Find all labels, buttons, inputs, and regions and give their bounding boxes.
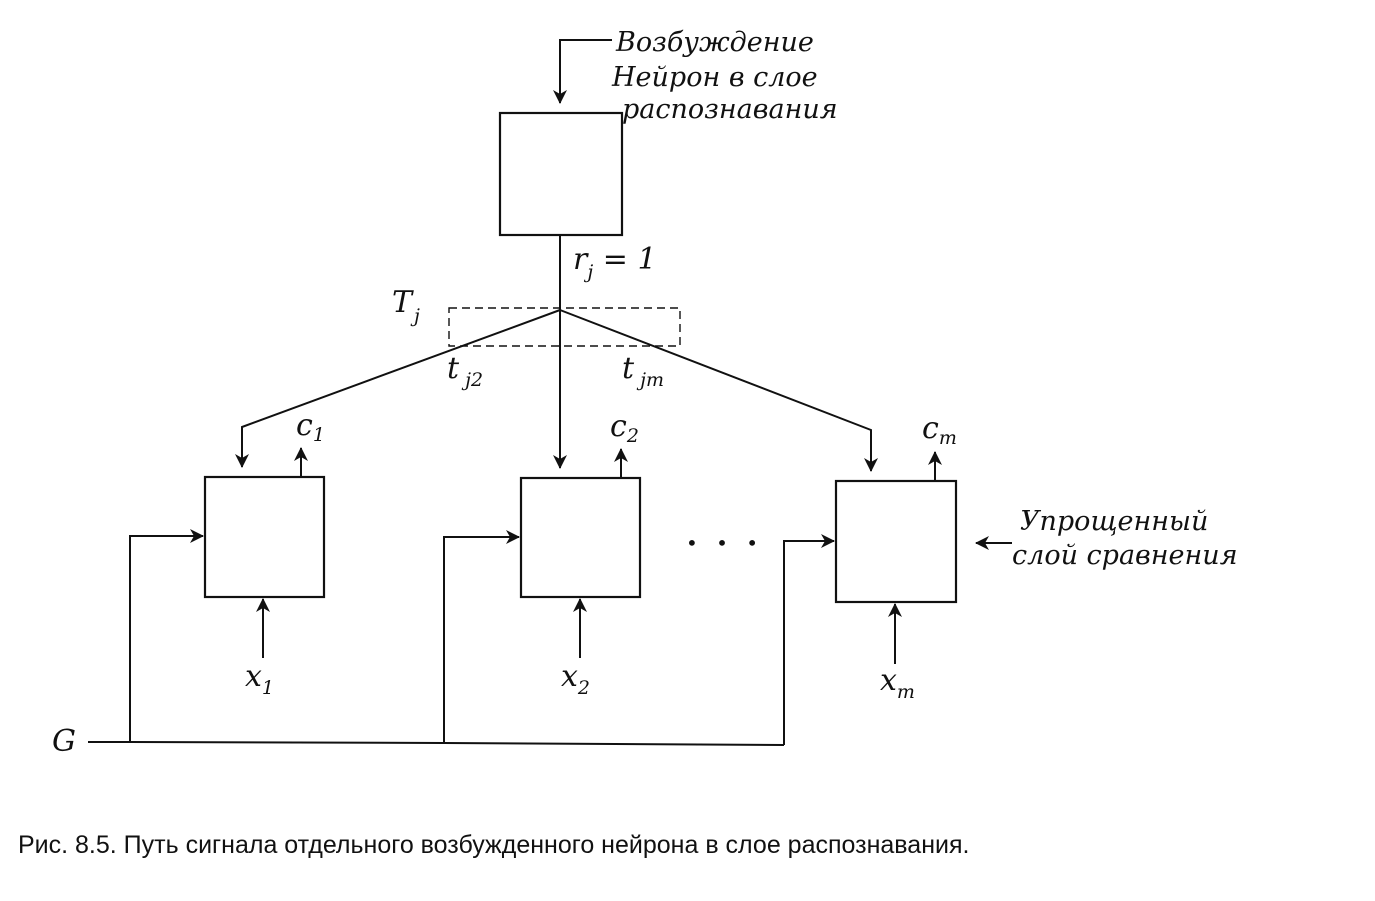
comparison-unit-m — [834, 479, 958, 604]
gain-feed-unit-m — [783, 534, 835, 745]
output-r-label: rj = 1 — [573, 242, 657, 283]
units-ellipsis: • • • — [686, 531, 764, 555]
comparison-note-line1: Упрощенный — [1020, 506, 1208, 537]
output-c1-label: c1 — [296, 408, 325, 446]
excitation-note-line3: распознавания — [622, 94, 838, 125]
excitation-note-line1: Возбуждение — [615, 27, 814, 58]
input-xm-label: xm — [880, 663, 915, 703]
gain-feed-unit-2 — [443, 530, 520, 743]
input-x2-label: x2 — [561, 659, 590, 699]
gain-feed-unit-1 — [129, 529, 204, 742]
figure-caption: Рис. 8.5. Путь сигнала отдельного возбуж… — [18, 831, 969, 859]
output-c2-label: c2 — [610, 409, 639, 447]
excitation-note-line2: Нейрон в слое — [611, 62, 818, 93]
weight-line-to-unit-1 — [235, 309, 561, 468]
gain-bus-line — [88, 741, 785, 746]
comparison-note-line2: слой сравнения — [1012, 540, 1238, 571]
excitation-input-arrow — [553, 39, 612, 104]
input-x1-label: x1 — [245, 659, 274, 699]
gain-G-label: G — [52, 724, 76, 759]
recognition-neuron-box — [498, 111, 624, 237]
comparison-unit-1 — [203, 475, 326, 599]
comparison-unit-2 — [519, 476, 642, 599]
weights-group-box — [448, 307, 681, 347]
weight-line-to-unit-m — [559, 309, 878, 472]
output-cm-label: cm — [922, 411, 957, 449]
